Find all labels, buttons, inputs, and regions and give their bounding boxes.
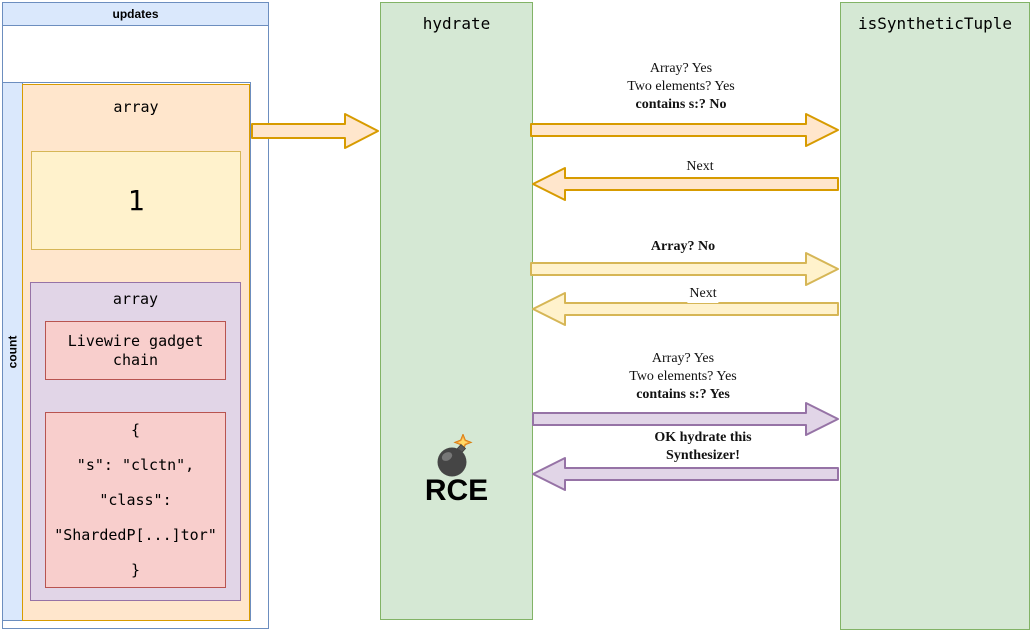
bomb-icon — [437, 434, 473, 477]
check1-line3: contains s:? No — [635, 97, 727, 112]
next1-text: Next — [686, 159, 714, 174]
payload-line: { — [130, 421, 141, 439]
message-check2-label: Array? No — [648, 238, 718, 256]
arrow-updates-to-hydrate — [251, 113, 379, 149]
is-synthetic-tuple-column: isSyntheticTuple — [840, 2, 1030, 630]
check3-line3: contains s:? Yes — [636, 387, 730, 402]
payload-line: "class": — [99, 491, 172, 509]
arrow-next2 — [532, 292, 839, 326]
gadget-chain-line2: chain — [112, 350, 159, 369]
hydrate-column-title: hydrate — [422, 14, 491, 33]
hydrate-column: hydrate — [380, 2, 533, 620]
gadget-chain-box: Livewire gadget chain — [45, 321, 226, 380]
message-next2-label: Next — [687, 285, 719, 303]
is-synthetic-tuple-title: isSyntheticTuple — [857, 14, 1013, 33]
inner-array-title: array — [112, 290, 159, 308]
check3-line1: Array? Yes — [651, 351, 715, 366]
payload-line: "ShardedP[...]tor" — [54, 526, 217, 544]
next2-text: Next — [689, 286, 717, 301]
gadget-chain-line1: Livewire gadget — [67, 331, 204, 350]
reply3-line1: OK hydrate this — [654, 430, 752, 445]
rce-label: RCE — [424, 474, 489, 507]
check1-line1: Array? Yes — [649, 61, 713, 76]
payload-line: } — [130, 561, 141, 579]
check1-line2: Two elements? Yes — [627, 79, 735, 94]
message-check3-label: Array? Yes Two elements? Yes contains s:… — [627, 350, 739, 404]
count-value: 1 — [127, 184, 145, 217]
reply3-line2: Synthesizer! — [666, 448, 740, 463]
count-value-box: 1 — [31, 151, 241, 250]
payload-box: { "s": "clctn", "class": "ShardedP[...]t… — [45, 412, 226, 588]
message-reply3-label: OK hydrate this Synthesizer! — [652, 429, 754, 465]
check3-line2: Two elements? Yes — [629, 369, 737, 384]
message-check1-label: Array? Yes Two elements? Yes contains s:… — [625, 60, 737, 114]
arrow-check2 — [530, 252, 839, 286]
message-next1-label: Next — [684, 158, 716, 176]
check2-line1: Array? No — [650, 239, 716, 254]
count-lane-strip: count — [3, 83, 23, 620]
payload-line: "s": "clctn", — [76, 456, 195, 474]
outer-array-title: array — [113, 98, 159, 116]
arrow-check1 — [530, 113, 839, 147]
updates-pool-title: updates — [3, 3, 268, 26]
count-lane-label: count — [5, 335, 20, 368]
